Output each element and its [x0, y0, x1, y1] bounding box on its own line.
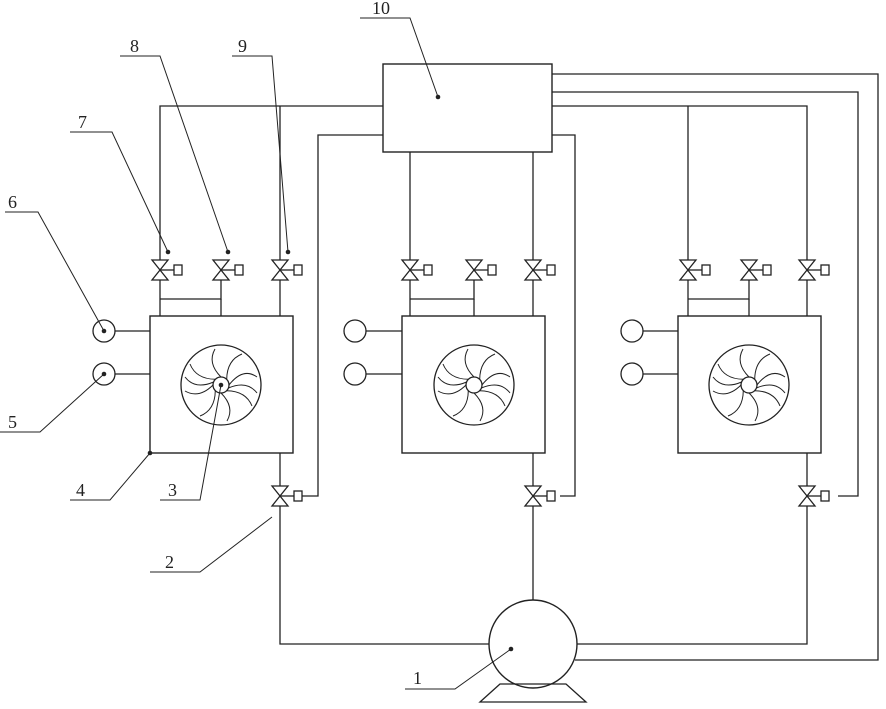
label-2: 2: [165, 552, 174, 572]
unit-middle-gauge-bottom: [343, 362, 367, 386]
unit-middle-valve-c: [524, 259, 556, 281]
unit-left-valve-8: [212, 259, 244, 281]
unit-right-valve-b: [740, 259, 772, 281]
unit-left-valve-9: [271, 259, 303, 281]
pump-body: [488, 599, 578, 689]
label-4: 4: [76, 480, 85, 500]
label-1: 1: [413, 668, 422, 688]
unit-middle-body: [401, 315, 546, 454]
unit-right-gauge-bottom: [620, 362, 644, 386]
unit-middle-valve-a: [401, 259, 433, 281]
unit-left-bottom-valve: [271, 485, 303, 507]
label-5: 5: [8, 412, 17, 432]
unit-middle-valve-b: [465, 259, 497, 281]
unit-right-valve-c: [798, 259, 830, 281]
label-7: 7: [78, 112, 87, 132]
label-10: 10: [372, 0, 390, 18]
label-8: 8: [130, 36, 139, 56]
pump-base: [478, 683, 588, 703]
unit-middle: [343, 259, 556, 600]
pump: [478, 599, 588, 703]
unit-left-valve-7: [151, 259, 183, 281]
signal-lines: [159, 73, 879, 661]
unit-right-bottom-valve: [798, 485, 830, 507]
label-3: 3: [168, 480, 177, 500]
unit-middle-bottom-valve: [524, 485, 556, 507]
reference-numbers: 1 2 3 4 5 6 7 8 9 10: [8, 0, 422, 688]
label-6: 6: [8, 192, 17, 212]
unit-right-valve-a: [679, 259, 711, 281]
unit-right: [575, 259, 830, 645]
unit-middle-gauge-top: [343, 319, 367, 343]
unit-right-gauge-top: [620, 319, 644, 343]
label-9: 9: [238, 36, 247, 56]
leaders: [0, 17, 512, 690]
controller-box: [382, 63, 553, 153]
unit-right-body: [677, 315, 822, 454]
